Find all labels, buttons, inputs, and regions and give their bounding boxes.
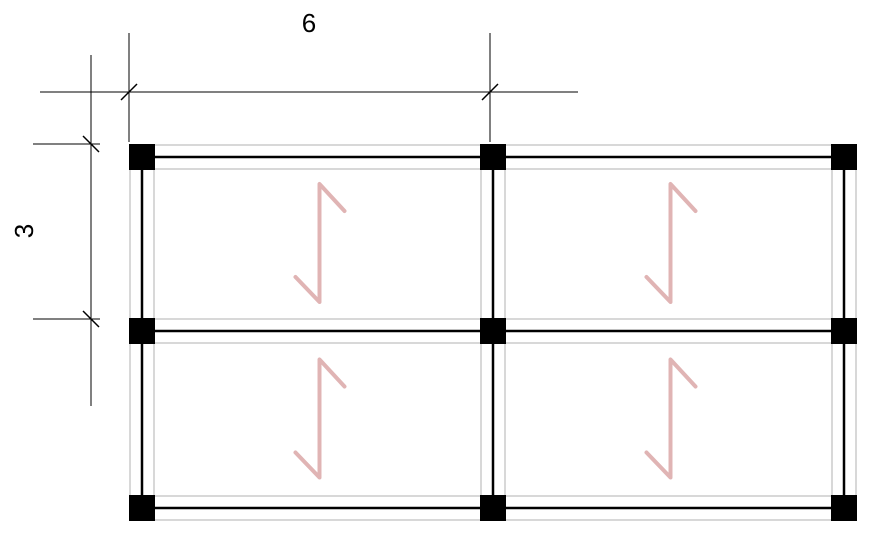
vertical-dimension: 3	[9, 55, 100, 406]
horizontal-tick-right	[481, 83, 499, 101]
one-way-span-icon	[293, 357, 347, 480]
one-way-span-icon	[644, 182, 698, 304]
vertical-tick-top	[82, 135, 100, 153]
column-square	[129, 495, 155, 521]
one-way-span-icon	[293, 182, 347, 304]
horizontal-dimension: 6	[40, 8, 578, 142]
horizontal-dimension-label: 6	[302, 8, 316, 38]
horizontal-tick-left	[120, 83, 138, 101]
columns	[129, 144, 857, 521]
slab-panels	[293, 182, 698, 480]
one-way-span-icon	[644, 357, 698, 480]
column-square	[831, 495, 857, 521]
beams	[129, 144, 857, 521]
column-square	[831, 318, 857, 344]
column-square	[831, 144, 857, 170]
column-square	[480, 318, 506, 344]
column-square	[129, 144, 155, 170]
vertical-tick-bottom	[82, 310, 100, 328]
column-square	[129, 318, 155, 344]
vertical-dimension-label: 3	[9, 224, 39, 238]
column-square	[480, 495, 506, 521]
column-square	[480, 144, 506, 170]
